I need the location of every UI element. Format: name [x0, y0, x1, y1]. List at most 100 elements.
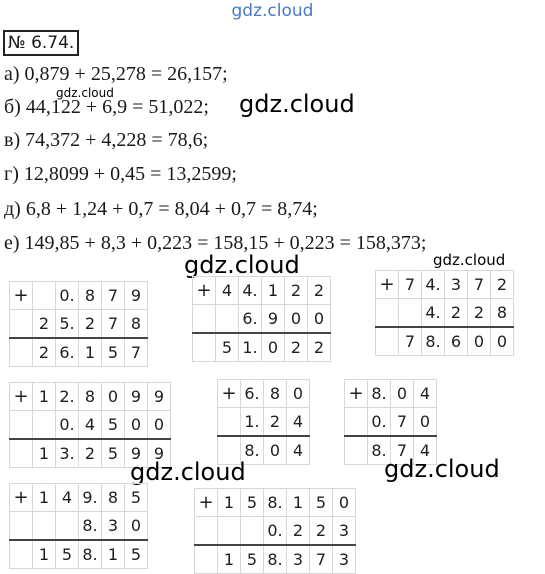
digit-cell: [9, 337, 33, 367]
digit-cell: 4: [286, 435, 310, 465]
digit-cell: [32, 410, 56, 440]
digit-cell: 5: [215, 332, 239, 362]
plus-sign: +: [192, 276, 216, 305]
digit-cell: [194, 516, 218, 546]
digit-cell: 3.: [55, 438, 79, 468]
digit-cell: 0: [261, 332, 285, 362]
digit-cell: 3: [444, 270, 468, 299]
digit-cell: 1: [217, 544, 241, 574]
digit-cell: 3: [332, 516, 356, 546]
digit-cell: 0.: [55, 410, 79, 440]
digit-cell: 1: [101, 539, 125, 569]
digit-cell: 2: [78, 438, 102, 468]
digit-cell: 5: [124, 483, 148, 512]
digit-cell: 1: [32, 438, 56, 468]
watermark: gdz.cloud: [130, 458, 246, 486]
digit-cell: 4.: [238, 276, 262, 305]
digit-cell: 5: [240, 488, 264, 517]
digit-cell: [398, 298, 422, 328]
digit-cell: 8.: [367, 379, 391, 408]
digit-cell: 2: [284, 276, 308, 305]
digit-cell: 0: [124, 511, 148, 541]
digit-cell: [240, 516, 264, 546]
watermark: gdz.cloud: [56, 86, 114, 100]
digit-cell: 5: [124, 539, 148, 569]
digit-cell: 0: [263, 435, 287, 465]
digit-cell: 0: [286, 379, 310, 408]
digit-cell: 6.: [238, 304, 262, 334]
digit-cell: 8: [78, 281, 102, 310]
digit-cell: 0: [490, 326, 514, 356]
digit-cell: 0.: [367, 407, 391, 437]
digit-cell: 2: [307, 276, 331, 305]
digit-cell: 7: [398, 270, 422, 299]
digit-cell: 9: [261, 304, 285, 334]
digit-cell: 5: [101, 438, 125, 468]
digit-cell: 2: [286, 516, 310, 546]
digit-cell: [32, 281, 56, 310]
digit-cell: 0: [124, 410, 148, 440]
digit-cell: 2: [263, 407, 287, 437]
plus-sign: +: [9, 382, 33, 411]
digit-cell: 0: [390, 379, 414, 408]
digit-cell: [192, 304, 216, 334]
watermark: gdz.cloud: [433, 251, 506, 269]
digit-cell: 8.: [78, 539, 102, 569]
digit-cell: 2: [284, 332, 308, 362]
digit-cell: 4: [413, 435, 437, 465]
digit-cell: 1.: [238, 332, 262, 362]
digit-cell: 8.: [263, 488, 287, 517]
digit-cell: 8: [101, 483, 125, 512]
digit-cell: 7: [467, 270, 491, 299]
digit-cell: 3: [286, 544, 310, 574]
digit-cell: [9, 539, 33, 569]
digit-cell: 8: [124, 309, 148, 339]
equation-g: г) 12,8099 + 0,45 = 13,2599;: [4, 163, 237, 185]
digit-cell: 7: [101, 309, 125, 339]
digit-cell: 5.: [55, 309, 79, 339]
digit-cell: 8: [263, 379, 287, 408]
digit-cell: [217, 516, 241, 546]
digit-cell: 2: [309, 516, 333, 546]
digit-cell: [344, 435, 368, 465]
digit-cell: [217, 435, 241, 465]
digit-cell: [375, 298, 399, 328]
digit-cell: 7: [124, 337, 148, 367]
plus-sign: +: [217, 379, 241, 408]
digit-cell: 0: [332, 488, 356, 517]
digit-cell: 8.: [263, 544, 287, 574]
digit-cell: 8.: [421, 326, 445, 356]
task-number: № 6.74.: [3, 30, 80, 56]
digit-cell: 4.: [421, 298, 445, 328]
plus-sign: +: [9, 483, 33, 512]
digit-cell: 6.: [240, 379, 264, 408]
digit-cell: 4: [286, 407, 310, 437]
digit-cell: 9: [147, 382, 171, 411]
digit-cell: 0: [467, 326, 491, 356]
digit-cell: 7: [309, 544, 333, 574]
digit-cell: [344, 407, 368, 437]
digit-cell: 2.: [55, 382, 79, 411]
digit-cell: [192, 332, 216, 362]
digit-cell: 1: [78, 337, 102, 367]
plus-sign: +: [375, 270, 399, 299]
digit-cell: 8: [490, 298, 514, 328]
digit-cell: 6.: [55, 337, 79, 367]
digit-cell: 1: [32, 382, 56, 411]
digit-cell: 2: [78, 309, 102, 339]
digit-cell: 4: [215, 276, 239, 305]
digit-cell: 0: [101, 382, 125, 411]
digit-cell: 0: [413, 407, 437, 437]
digit-cell: 1.: [240, 407, 264, 437]
equation-d: д) 6,8 + 1,24 + 0,7 = 8,04 + 0,7 = 8,74;: [4, 198, 318, 220]
plus-sign: +: [344, 379, 368, 408]
digit-cell: 1: [286, 488, 310, 517]
digit-cell: 8.: [240, 435, 264, 465]
